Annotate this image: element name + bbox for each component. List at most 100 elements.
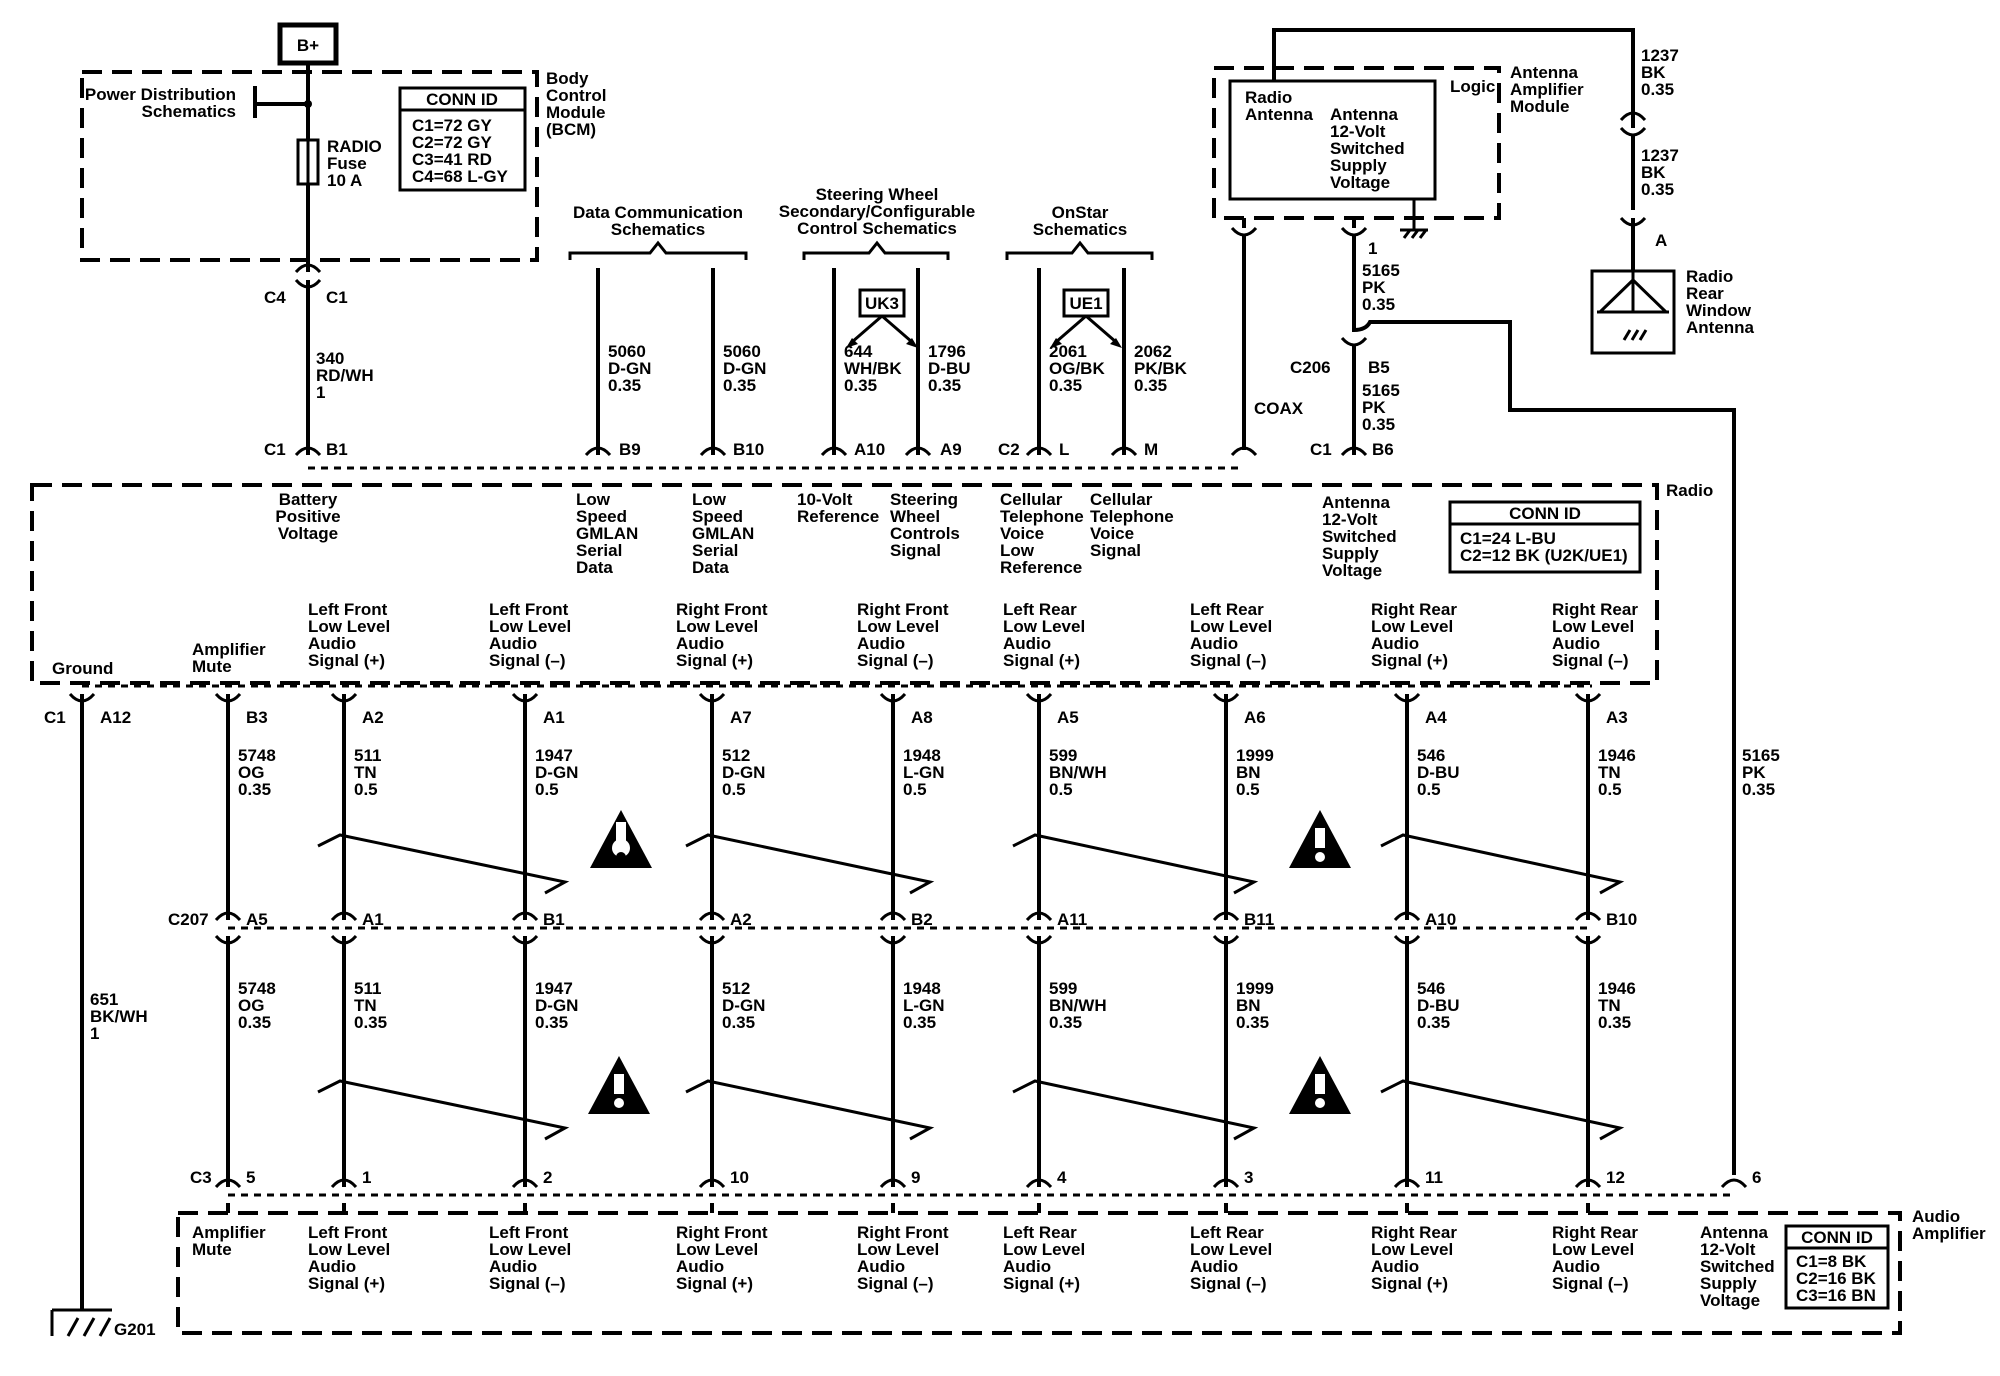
c207-pin: A1 — [362, 910, 384, 929]
amplifier-pin: 11 — [1425, 1168, 1443, 1187]
radio-bottom-pin: A1 — [543, 708, 565, 727]
c207-pin: B11 — [1244, 910, 1274, 929]
amplifier-pin: 4 — [1057, 1168, 1067, 1187]
option-uk3: UK3 — [846, 288, 918, 348]
radio-top-pin-m: M — [1144, 440, 1158, 459]
caution-icon — [1289, 1056, 1351, 1114]
c207-pin: B2 — [911, 910, 933, 929]
radio-top-conn-c1: C1 — [264, 440, 286, 459]
radio-bottom-pin: A7 — [730, 708, 752, 727]
radio-title: Radio — [1666, 481, 1713, 500]
radio-bottom-pin: A4 — [1425, 708, 1447, 727]
radio-top-pin-l: L — [1059, 440, 1069, 459]
radio-top-pin-a10: A10 — [854, 440, 885, 459]
radio-conn-id-title: CONN ID — [1509, 504, 1581, 523]
option-ue1-label: UE1 — [1069, 294, 1102, 313]
bcm-conn-id-title: CONN ID — [426, 90, 498, 109]
caution-icon — [1289, 810, 1351, 868]
amplifier-pin: 9 — [911, 1168, 920, 1187]
ground-g201-label: G201 — [114, 1320, 156, 1339]
amplifier-pin: 3 — [1244, 1168, 1253, 1187]
battery-terminal: B+ — [277, 22, 339, 66]
bcm-conn-c1: C1 — [326, 288, 348, 307]
radio-bottom-pin: A6 — [1244, 708, 1266, 727]
amplifier-pin: 2 — [543, 1168, 552, 1187]
option-uk3-label: UK3 — [865, 294, 899, 313]
radio-bottom-pin: B3 — [246, 708, 268, 727]
c206-pin-b5: B5 — [1368, 358, 1390, 377]
radio-bottom-conn-c1: C1 — [44, 708, 66, 727]
radio-bottom-pin: A2 — [362, 708, 384, 727]
amplifier-pin: 6 — [1752, 1168, 1761, 1187]
connector-c207: C207 — [168, 910, 209, 929]
c207-pin: B10 — [1606, 910, 1637, 929]
bcm-conn-c4: C4 — [264, 288, 286, 307]
radio-top-pin-a9: A9 — [940, 440, 962, 459]
radio-label-ground: Ground — [52, 659, 113, 678]
connector-c206: C206 — [1290, 358, 1331, 377]
radio-bottom-pin: A3 — [1606, 708, 1628, 727]
amplifier-conn-id-title: CONN ID — [1801, 1228, 1873, 1247]
c207-pin: A10 — [1425, 910, 1456, 929]
antenna-pin-1: 1 — [1368, 239, 1377, 258]
radio-top-pin-b9: B9 — [619, 440, 641, 459]
radio-bottom-pin-a12: A12 — [100, 708, 131, 727]
caution-icon — [590, 810, 652, 868]
radio-bottom-pin: A5 — [1057, 708, 1079, 727]
